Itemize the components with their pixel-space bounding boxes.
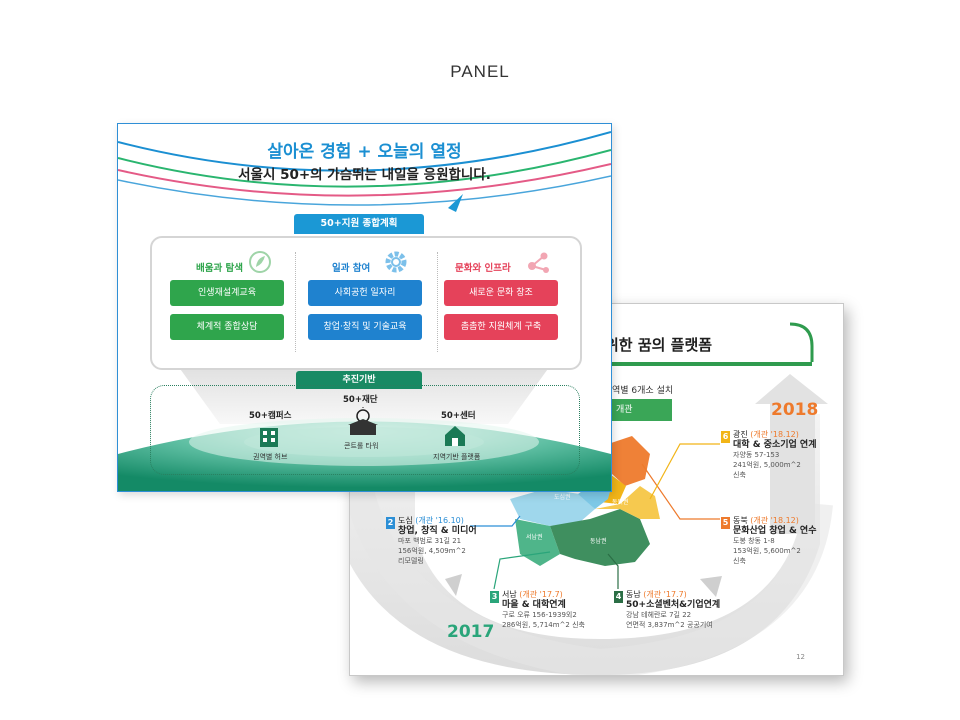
loc-dongbuk: 동북 (개관 '18.12) 문화산업 창업 & 연수 도봉 창동 1-8 15… bbox=[733, 516, 817, 565]
caption-center: 지역기반 플랫폼 bbox=[433, 453, 481, 461]
loc-number-3: 3 bbox=[490, 591, 499, 603]
map-label-dongbuk: 동북권 bbox=[612, 499, 629, 506]
loc-number-5: 5 bbox=[721, 517, 730, 529]
year-2017: 2017 bbox=[447, 622, 495, 642]
building-icon bbox=[260, 428, 278, 447]
back-green-bar: 개관 bbox=[612, 399, 672, 421]
loc-seonam: 서남 (개관 '17.7) 마을 & 대학연계 구로 오류 156-1939외2… bbox=[502, 590, 585, 629]
col-heading-work: 일과 참여 bbox=[332, 263, 371, 274]
foundation-box bbox=[150, 385, 580, 475]
leaf-icon bbox=[249, 251, 271, 273]
pill-life-redesign: 인생재설계교육 bbox=[170, 280, 284, 306]
loc-dosim: 도심 (개관 '16.10) 창업, 창직 & 미디어 마포 백범로 31길 2… bbox=[398, 516, 477, 565]
loc-dongnam: 동남 (개관 '17.7) 50+소셜벤처&기업연계 강남 테헤란로 7길 22… bbox=[626, 590, 721, 629]
foundation-center: 50+센터 bbox=[441, 411, 476, 421]
pill-support-system: 촘촘한 지원체계 구축 bbox=[444, 314, 558, 340]
foundation-campus: 50+캠퍼스 bbox=[249, 411, 292, 421]
map-label-seonam: 서남권 bbox=[526, 534, 543, 541]
loc-number-6: 6 bbox=[721, 431, 730, 443]
back-sub-fragment: 역별 6개소 설치 bbox=[612, 386, 674, 396]
loc-number-2: 2 bbox=[386, 517, 395, 529]
pill-new-culture: 새로운 문화 창조 bbox=[444, 280, 558, 306]
up-arrow bbox=[755, 374, 828, 534]
bulb-icon bbox=[348, 407, 378, 435]
year-2018: 2018 bbox=[771, 400, 819, 420]
caption-foundation: 콘트롤 타워 bbox=[344, 442, 379, 450]
molecule-icon bbox=[528, 252, 549, 273]
front-title: 살아온 경험 + 오늘의 열정 bbox=[267, 142, 462, 162]
loc-number-4: 4 bbox=[614, 591, 623, 603]
plan-tab: 50+지원 종합계획 bbox=[294, 214, 424, 234]
loc-gwangjin: 광진 (개관 '18.12) 대학 & 중소기업 연계 자양동 57-153 2… bbox=[733, 430, 817, 479]
front-slide: 살아온 경험 + 오늘의 열정 서울시 50+의 가슴뛰는 내일을 응원합니다.… bbox=[117, 123, 612, 492]
plan-panel: 배움과 탐색 인생재설계교육 체계적 종합상담 일과 참여 사회공헌 일자리 창… bbox=[150, 236, 582, 370]
pill-counseling: 체계적 종합상담 bbox=[170, 314, 284, 340]
pill-startup-education: 창업·창직 및 기술교육 bbox=[308, 314, 422, 340]
caption-campus: 권역별 허브 bbox=[253, 453, 288, 461]
front-subtitle: 서울시 50+의 가슴뛰는 내일을 응원합니다. bbox=[238, 167, 491, 183]
back-title-fragment: 위한 꿈의 플랫폼 bbox=[605, 336, 713, 354]
map-label-dosim: 도심권 bbox=[554, 494, 571, 501]
foundation-foundation: 50+재단 bbox=[343, 395, 378, 405]
house-icon bbox=[445, 426, 465, 446]
col-heading-culture: 문화와 인프라 bbox=[455, 263, 511, 274]
col-heading-learning: 배움과 탐색 bbox=[196, 263, 244, 274]
map-label-dongnam: 동남권 bbox=[590, 538, 607, 545]
seoul-map bbox=[510, 436, 660, 566]
page-heading: PANEL bbox=[450, 62, 510, 81]
gear-icon bbox=[385, 251, 407, 273]
pill-social-jobs: 사회공헌 일자리 bbox=[308, 280, 422, 306]
foundation-tab: 추진기반 bbox=[296, 371, 422, 389]
page-number: 12 bbox=[796, 653, 805, 661]
